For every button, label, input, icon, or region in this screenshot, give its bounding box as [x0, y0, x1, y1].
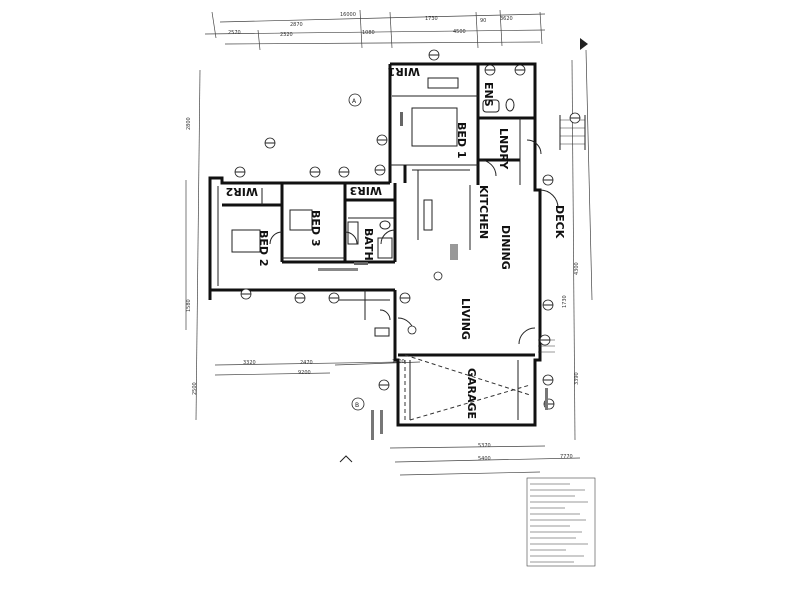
dimension-top-4500: 4500 [453, 29, 466, 35]
dimension-mid-2470: 2470 [300, 360, 313, 366]
fixtures [231, 77, 515, 337]
marker [542, 374, 554, 386]
marker [542, 299, 554, 311]
room-label-wir2: WIR2 [226, 185, 258, 198]
dimension-left-1580: 1580 [186, 299, 192, 312]
marker [407, 325, 417, 335]
room-label-living: LIVING [459, 298, 472, 340]
marker [264, 137, 276, 149]
dimension-right-3390: 3390 [574, 372, 580, 385]
marker [374, 164, 386, 176]
marker [328, 292, 340, 304]
dimension-left-2500: 2500 [192, 382, 198, 395]
marker [376, 134, 388, 146]
door-swings [269, 139, 559, 345]
dimension-top-total: 16000 [340, 12, 356, 18]
dimension-bottom-7770: 7770 [560, 454, 573, 460]
section-marker-a [348, 93, 362, 107]
section-marker-b-label: B [355, 402, 359, 409]
marker [240, 288, 252, 300]
right-dimension-lines: 4300 3390 1730 [562, 49, 593, 441]
dimension-mid-3320: 3320 [243, 360, 256, 366]
marker [569, 112, 581, 124]
marker [539, 334, 551, 346]
marker [433, 271, 443, 281]
dimension-right-1730: 1730 [562, 295, 568, 308]
dimension-bottom-5370: 5370 [478, 443, 491, 449]
marker [399, 292, 411, 304]
left-dimension-lines: 2800 1580 2500 [185, 69, 201, 421]
room-label-deck: DECK [553, 205, 566, 239]
marker [378, 379, 390, 391]
marker [234, 166, 246, 178]
interior-walls [222, 64, 535, 420]
section-marker-b [351, 397, 365, 411]
dimension-bottom-5400: 5400 [478, 456, 491, 462]
dimension-top-1080: 1080 [362, 30, 375, 36]
window-markers [234, 49, 581, 410]
room-labels: WIR1 ENS BED 1 LNDRY KITCHEN DINING DECK… [226, 65, 566, 419]
dimension-left-2800: 2800 [186, 117, 192, 130]
marker [294, 292, 306, 304]
dimension-top-3620: 3620 [500, 16, 513, 22]
room-label-lndry: LNDRY [497, 128, 510, 170]
marker [514, 64, 526, 76]
room-label-bed2: BED 2 [257, 230, 270, 267]
room-label-bath: BATH [362, 228, 375, 261]
room-label-dining: DINING [499, 225, 512, 270]
room-label-garage: GARAGE [465, 368, 478, 419]
dimension-top-2320: 2320 [280, 32, 293, 38]
room-label-bed3: BED 3 [309, 210, 322, 247]
dimension-top-2870: 2870 [290, 22, 303, 28]
dimension-top-1730: 1730 [425, 16, 438, 22]
room-label-bed1: BED 1 [455, 122, 468, 159]
section-markers: A B [348, 38, 588, 411]
exterior-walls [208, 62, 542, 427]
dimension-top-90: 90 [480, 18, 486, 24]
north-arrow-icon [580, 38, 588, 50]
marker [309, 166, 321, 178]
room-label-kitchen: KITCHEN [477, 185, 490, 239]
garage-vehicle-outline [404, 354, 531, 421]
room-label-wir1: WIR1 [388, 65, 420, 78]
annotation-marks [318, 112, 548, 440]
reference-mark [339, 455, 353, 463]
top-dimension-lines: 16000 1730 3620 2570 2870 2320 1080 4500… [204, 9, 546, 51]
dimension-right-4300: 4300 [574, 262, 580, 275]
marker [428, 49, 440, 61]
marker [542, 174, 554, 186]
marker [338, 166, 350, 178]
dimension-top-2570: 2570 [228, 30, 241, 36]
room-label-wir3: WIR3 [350, 184, 382, 197]
dimension-mid-9200: 9200 [298, 370, 311, 376]
section-marker-a-label: A [352, 98, 357, 105]
room-label-ens: ENS [482, 82, 495, 107]
notes-block [526, 477, 596, 567]
marker [484, 64, 496, 76]
